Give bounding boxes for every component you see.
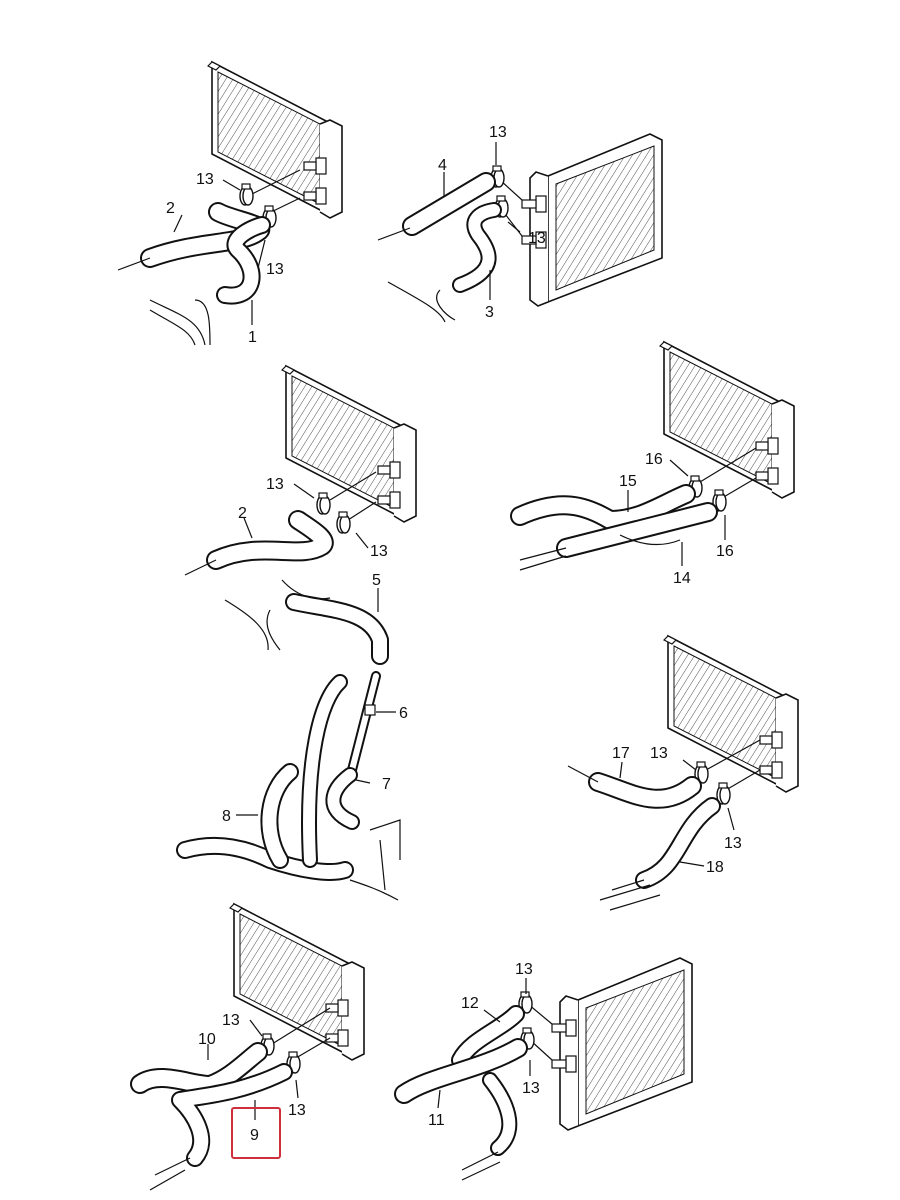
hose-11: [394, 1038, 528, 1104]
hose-2: [206, 510, 334, 570]
callout-13: 13: [266, 476, 284, 493]
assembly-3: [176, 365, 417, 901]
callout-13: 13: [528, 230, 546, 247]
heater-core: [207, 61, 343, 219]
callout-11: 11: [428, 1112, 445, 1129]
heater-core: [551, 957, 693, 1131]
heater-core: [281, 365, 417, 523]
callout-13: 13: [650, 745, 668, 762]
callout-2: 2: [238, 505, 247, 522]
callout-4: 4: [438, 157, 447, 174]
callout-6: 6: [399, 705, 408, 722]
hose-14: [556, 502, 718, 558]
heater-core: [663, 635, 799, 793]
hose-clamp: [239, 183, 254, 206]
heater-core: [521, 133, 663, 307]
heater-core: [229, 903, 365, 1061]
callout-9: 9: [250, 1127, 259, 1144]
callout-14: 14: [673, 570, 691, 587]
hose-clamp: [336, 511, 351, 534]
hose-1: [216, 216, 271, 305]
hose-clamp: [316, 492, 331, 515]
callout-16: 16: [716, 543, 734, 560]
hose-5: [285, 593, 389, 665]
callout-2: 2: [166, 200, 175, 217]
callout-13: 13: [489, 124, 507, 141]
callout-8: 8: [222, 808, 231, 825]
callout-17: 17: [612, 745, 630, 762]
callout-16: 16: [645, 451, 663, 468]
hose-10: [130, 1042, 268, 1095]
assembly-1: [117, 61, 343, 346]
callout-3: 3: [485, 304, 494, 321]
hose-3: [452, 202, 502, 293]
hose-4: [402, 172, 496, 236]
callout-13: 13: [196, 171, 214, 188]
assembly-6: [130, 903, 365, 1191]
callout-13: 13: [724, 835, 742, 852]
hose-7: [325, 767, 360, 830]
assembly-5: [567, 635, 799, 911]
hose-8: [176, 674, 354, 881]
callout-13: 13: [515, 961, 533, 978]
callout-12: 12: [461, 995, 479, 1012]
callout-13: 13: [288, 1102, 306, 1119]
callout-13: 13: [266, 261, 284, 278]
hose-12: [451, 1005, 525, 1069]
callout-1: 1: [248, 329, 257, 346]
callout-18: 18: [706, 859, 724, 876]
assembly-4: [510, 341, 795, 571]
callout-10: 10: [198, 1031, 216, 1048]
callout-13: 13: [370, 543, 388, 560]
hose-15: [510, 484, 696, 530]
callout-13: 13: [522, 1080, 540, 1097]
callout-13: 13: [222, 1012, 240, 1029]
assembly-7: [394, 957, 693, 1181]
callout-5: 5: [372, 572, 381, 589]
hose-18: [635, 797, 721, 889]
hose-9: [171, 1063, 293, 1167]
hose-17: [588, 772, 702, 809]
pipe-6: [347, 671, 381, 775]
callout-15: 15: [619, 473, 637, 490]
heater-core: [659, 341, 795, 499]
assembly-2: [377, 133, 663, 323]
callout-7: 7: [382, 776, 391, 793]
highlight-box: [231, 1107, 281, 1159]
